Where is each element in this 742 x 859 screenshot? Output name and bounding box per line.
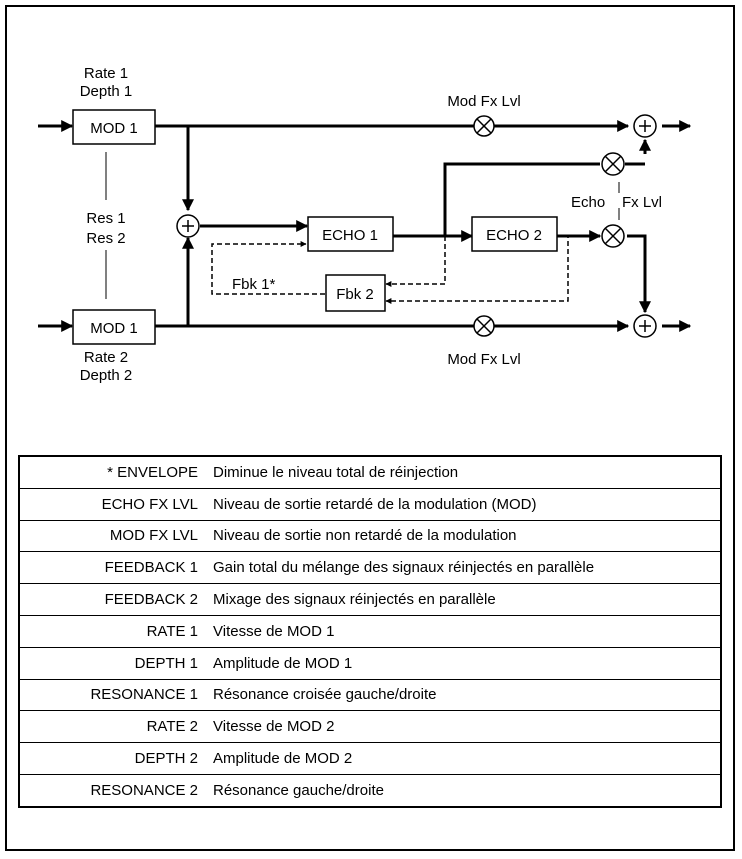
parameter-description: Vitesse de MOD 1 (206, 614, 721, 648)
echo1-branch-line (443, 162, 600, 236)
parameter-description: Résonance gauche/droite (206, 773, 721, 807)
echo-fx-lvl-label-fx: Fx Lvl (622, 194, 662, 211)
parameter-name: RATE 2 (19, 710, 206, 743)
signal-flow-diagram: MOD 1 MOD 1 ECHO 1 ECHO 2 Fbk 2 (38, 65, 692, 384)
solid-signal-paths (38, 120, 692, 332)
parameter-name: ECHO FX LVL (19, 487, 206, 521)
parameter-description: Diminue le niveau total de réinjection (213, 463, 459, 481)
table-row: * ENVELOPE Diminue le niveau total de réi… (19, 456, 721, 488)
echo-to-bottom-sum-arrow (627, 234, 651, 314)
echo2-block: ECHO 2 (471, 216, 558, 252)
parameter-description: Amplitude de MOD 2 (206, 742, 721, 775)
depth2-label: Depth 2 (80, 367, 133, 384)
thin-link-lines (105, 152, 620, 299)
echo1-block: ECHO 1 (307, 216, 394, 252)
echo-fx-lvl-bottom-icon (601, 224, 625, 248)
res1-label: Res 1 (86, 210, 125, 227)
res2-label: Res 2 (86, 230, 125, 247)
fbk1-label: Fbk 1* (232, 276, 276, 293)
parameter-description: Mixage des signaux réinjectés en parallè… (206, 583, 721, 616)
echo1-feedback-line (385, 236, 446, 287)
parameter-name: MOD FX LVL (19, 519, 206, 552)
mod-fx-lvl-bottom-label: Mod Fx Lvl (447, 351, 520, 368)
parameter-table-body: * ENVELOPE Diminue le niveau total de réi… (19, 456, 721, 807)
mod-bottom-label: MOD 1 (90, 320, 138, 337)
echo1-label: ECHO 1 (322, 227, 378, 244)
echo-fx-lvl-top-icon (601, 152, 625, 176)
feedback-paths (211, 235, 569, 304)
parameter-name: FEEDBACK 1 (19, 551, 206, 584)
parameter-name: DEPTH 1 (19, 646, 206, 680)
mod-fx-lvl-top-label: Mod Fx Lvl (447, 93, 520, 110)
parameter-name: RATE 1 (19, 614, 206, 648)
output-sum-bottom-icon (633, 314, 657, 338)
echo2-feedback-line (385, 235, 569, 304)
level-nodes (473, 115, 625, 337)
parameter-description: Gain total du mélange des signaux réinje… (206, 551, 721, 584)
fbk2-label: Fbk 2 (336, 286, 374, 303)
parameter-name: DEPTH 2 (19, 742, 206, 775)
diagram-frame (5, 5, 735, 851)
parameter-description: Vitesse de MOD 2 (206, 710, 721, 743)
summing-nodes (176, 114, 657, 338)
parameter-description: Niveau de sortie retardé de la modulatio… (206, 487, 721, 521)
fbk2-block: Fbk 2 (325, 274, 386, 312)
parameter-name: FEEDBACK 2 (19, 583, 206, 616)
parameter-description: Niveau de sortie non retardé de la modul… (206, 519, 721, 552)
rate1-label: Rate 1 (84, 65, 128, 82)
mod-bottom-block: MOD 1 (72, 309, 156, 345)
parameter-table: * ENVELOPE Diminue le niveau total de réi… (18, 455, 722, 808)
parameter-name: RESONANCE 1 (19, 678, 206, 711)
mod-fx-lvl-bottom-icon (473, 315, 495, 337)
mod-fx-lvl-top-icon (473, 115, 495, 137)
mod-top-block: MOD 1 (72, 109, 156, 145)
echo2-label: ECHO 2 (486, 227, 542, 244)
depth1-label: Depth 1 (80, 83, 133, 100)
parameter-name: RESONANCE 2 (19, 773, 206, 807)
mixer-sum-icon (176, 214, 200, 238)
fbk1-return-line (211, 241, 325, 295)
parameter-description: Résonance croisée gauche/droite (206, 678, 721, 711)
output-sum-top-icon (633, 114, 657, 138)
rate2-label: Rate 2 (84, 349, 128, 366)
mod-top-label: MOD 1 (90, 120, 138, 137)
parameter-description: Amplitude de MOD 1 (206, 646, 721, 680)
parameter-name: * ENVELOPE (107, 463, 198, 481)
echo-fx-lvl-label-echo: Echo (571, 194, 605, 211)
